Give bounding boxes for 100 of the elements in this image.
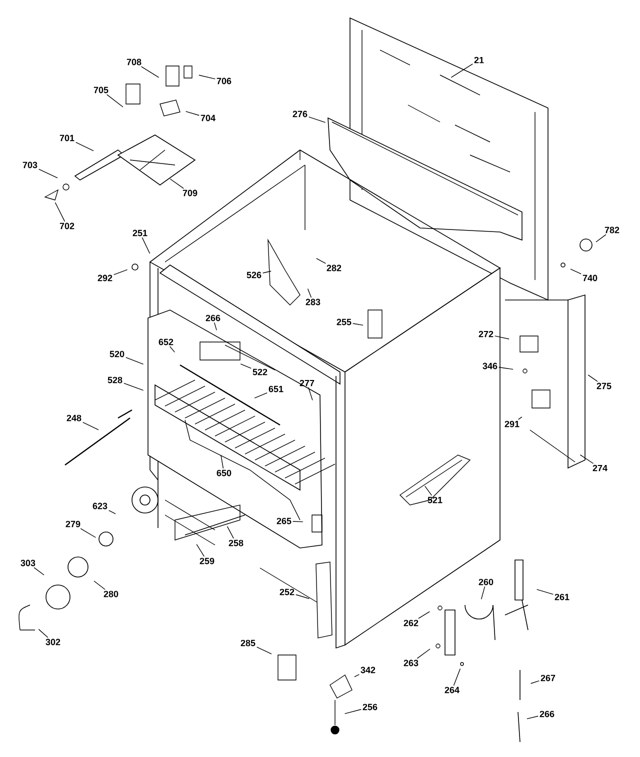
callout-number: 522	[252, 368, 268, 376]
callout-number: 740	[582, 274, 598, 282]
leader-line	[530, 680, 540, 684]
callout-number: 703	[22, 162, 38, 168]
leader-line	[214, 322, 217, 331]
leader-line	[498, 366, 514, 370]
leader-line	[220, 454, 224, 469]
callout-number: 702	[60, 222, 74, 230]
callout-number: 259	[200, 558, 214, 564]
leader-line	[140, 66, 160, 78]
leader-line	[262, 270, 272, 274]
leader-line	[536, 589, 554, 595]
callout-number: 650	[216, 470, 232, 476]
leader-line	[54, 202, 66, 222]
leader-line	[480, 586, 486, 600]
leader-line	[596, 234, 606, 242]
callout-number: 251	[132, 230, 148, 236]
leader-line	[126, 357, 144, 365]
leader-line	[196, 544, 205, 557]
callout-number: 285	[240, 640, 256, 646]
leader-line	[450, 64, 473, 78]
callout-number: 21	[474, 56, 484, 64]
leader-line	[570, 268, 582, 274]
leader-line	[76, 142, 94, 152]
leader-line	[80, 528, 96, 538]
callout-number: 291	[504, 420, 520, 428]
callout-number: 264	[444, 686, 460, 694]
callout-number: 263	[404, 660, 418, 666]
callout-number: 302	[46, 638, 60, 646]
leader-line	[38, 168, 58, 178]
callout-number: 280	[104, 590, 118, 598]
leader-line	[34, 567, 44, 576]
callout-number: 283	[306, 298, 320, 306]
callout-number: 520	[110, 350, 124, 358]
leader-line	[588, 374, 598, 382]
callout-number: 274	[592, 464, 608, 472]
leader-line	[94, 580, 106, 590]
leader-line	[354, 674, 360, 678]
leader-line	[494, 336, 510, 340]
leader-line	[106, 94, 124, 108]
callout-number: 256	[362, 704, 378, 710]
callout-number: 258	[228, 540, 244, 546]
leader-line	[308, 116, 326, 123]
callout-number: 708	[126, 58, 142, 66]
callout-number: 265	[276, 518, 292, 524]
leader-line	[38, 628, 48, 638]
callout-number: 266	[540, 710, 554, 718]
callout-number: 521	[428, 496, 442, 504]
callout-number: 342	[360, 666, 376, 674]
callout-number: 292	[98, 274, 112, 282]
leader-line	[254, 392, 268, 398]
callout-number: 252	[280, 588, 294, 596]
callout-number: 528	[108, 376, 122, 384]
callout-number: 260	[478, 578, 494, 586]
callout-number: 272	[478, 330, 494, 338]
leader-line	[198, 74, 216, 80]
leader-line	[296, 594, 310, 599]
callout-number: 701	[60, 134, 74, 142]
leader-line	[256, 646, 272, 654]
callout-number: 526	[246, 272, 262, 278]
callout-number: 346	[482, 362, 498, 370]
callout-number: 782	[604, 226, 620, 234]
callout-number: 266	[206, 314, 220, 322]
leader-line	[170, 178, 184, 189]
leader-line	[344, 709, 362, 714]
callout-number: 623	[92, 502, 108, 510]
leader-line	[580, 454, 594, 464]
callout-number: 303	[20, 560, 36, 566]
leader-line	[292, 521, 304, 522]
leader-line	[226, 526, 234, 539]
callout-number: 261	[554, 594, 570, 600]
leader-line	[453, 668, 461, 686]
leader-line	[307, 288, 312, 298]
leader-line	[416, 648, 430, 659]
leader-line	[142, 237, 150, 254]
callout-number: 282	[326, 264, 342, 272]
leader-line	[352, 323, 364, 326]
callout-number: 651	[268, 386, 284, 392]
leader-line	[424, 486, 432, 496]
leader-line	[526, 716, 538, 720]
leader-line	[82, 422, 99, 430]
callout-number: 267	[540, 674, 556, 682]
callout-number: 262	[404, 620, 418, 626]
leader-line	[114, 269, 128, 276]
leader-line	[108, 510, 116, 514]
callout-number: 709	[182, 190, 198, 196]
leader-line	[418, 611, 430, 619]
leader-line	[170, 346, 176, 353]
leader-line	[185, 111, 200, 116]
callout-number: 704	[200, 114, 216, 122]
callout-number: 277	[300, 380, 314, 386]
leader-line	[316, 258, 326, 264]
callout-number: 705	[94, 86, 108, 94]
callout-number: 275	[596, 382, 612, 390]
leader-line	[518, 416, 522, 420]
leader-line	[240, 364, 252, 369]
leader-line	[308, 387, 313, 401]
callout-number: 248	[66, 414, 82, 422]
callout-number: 276	[292, 110, 308, 118]
callout-number: 279	[66, 520, 80, 528]
